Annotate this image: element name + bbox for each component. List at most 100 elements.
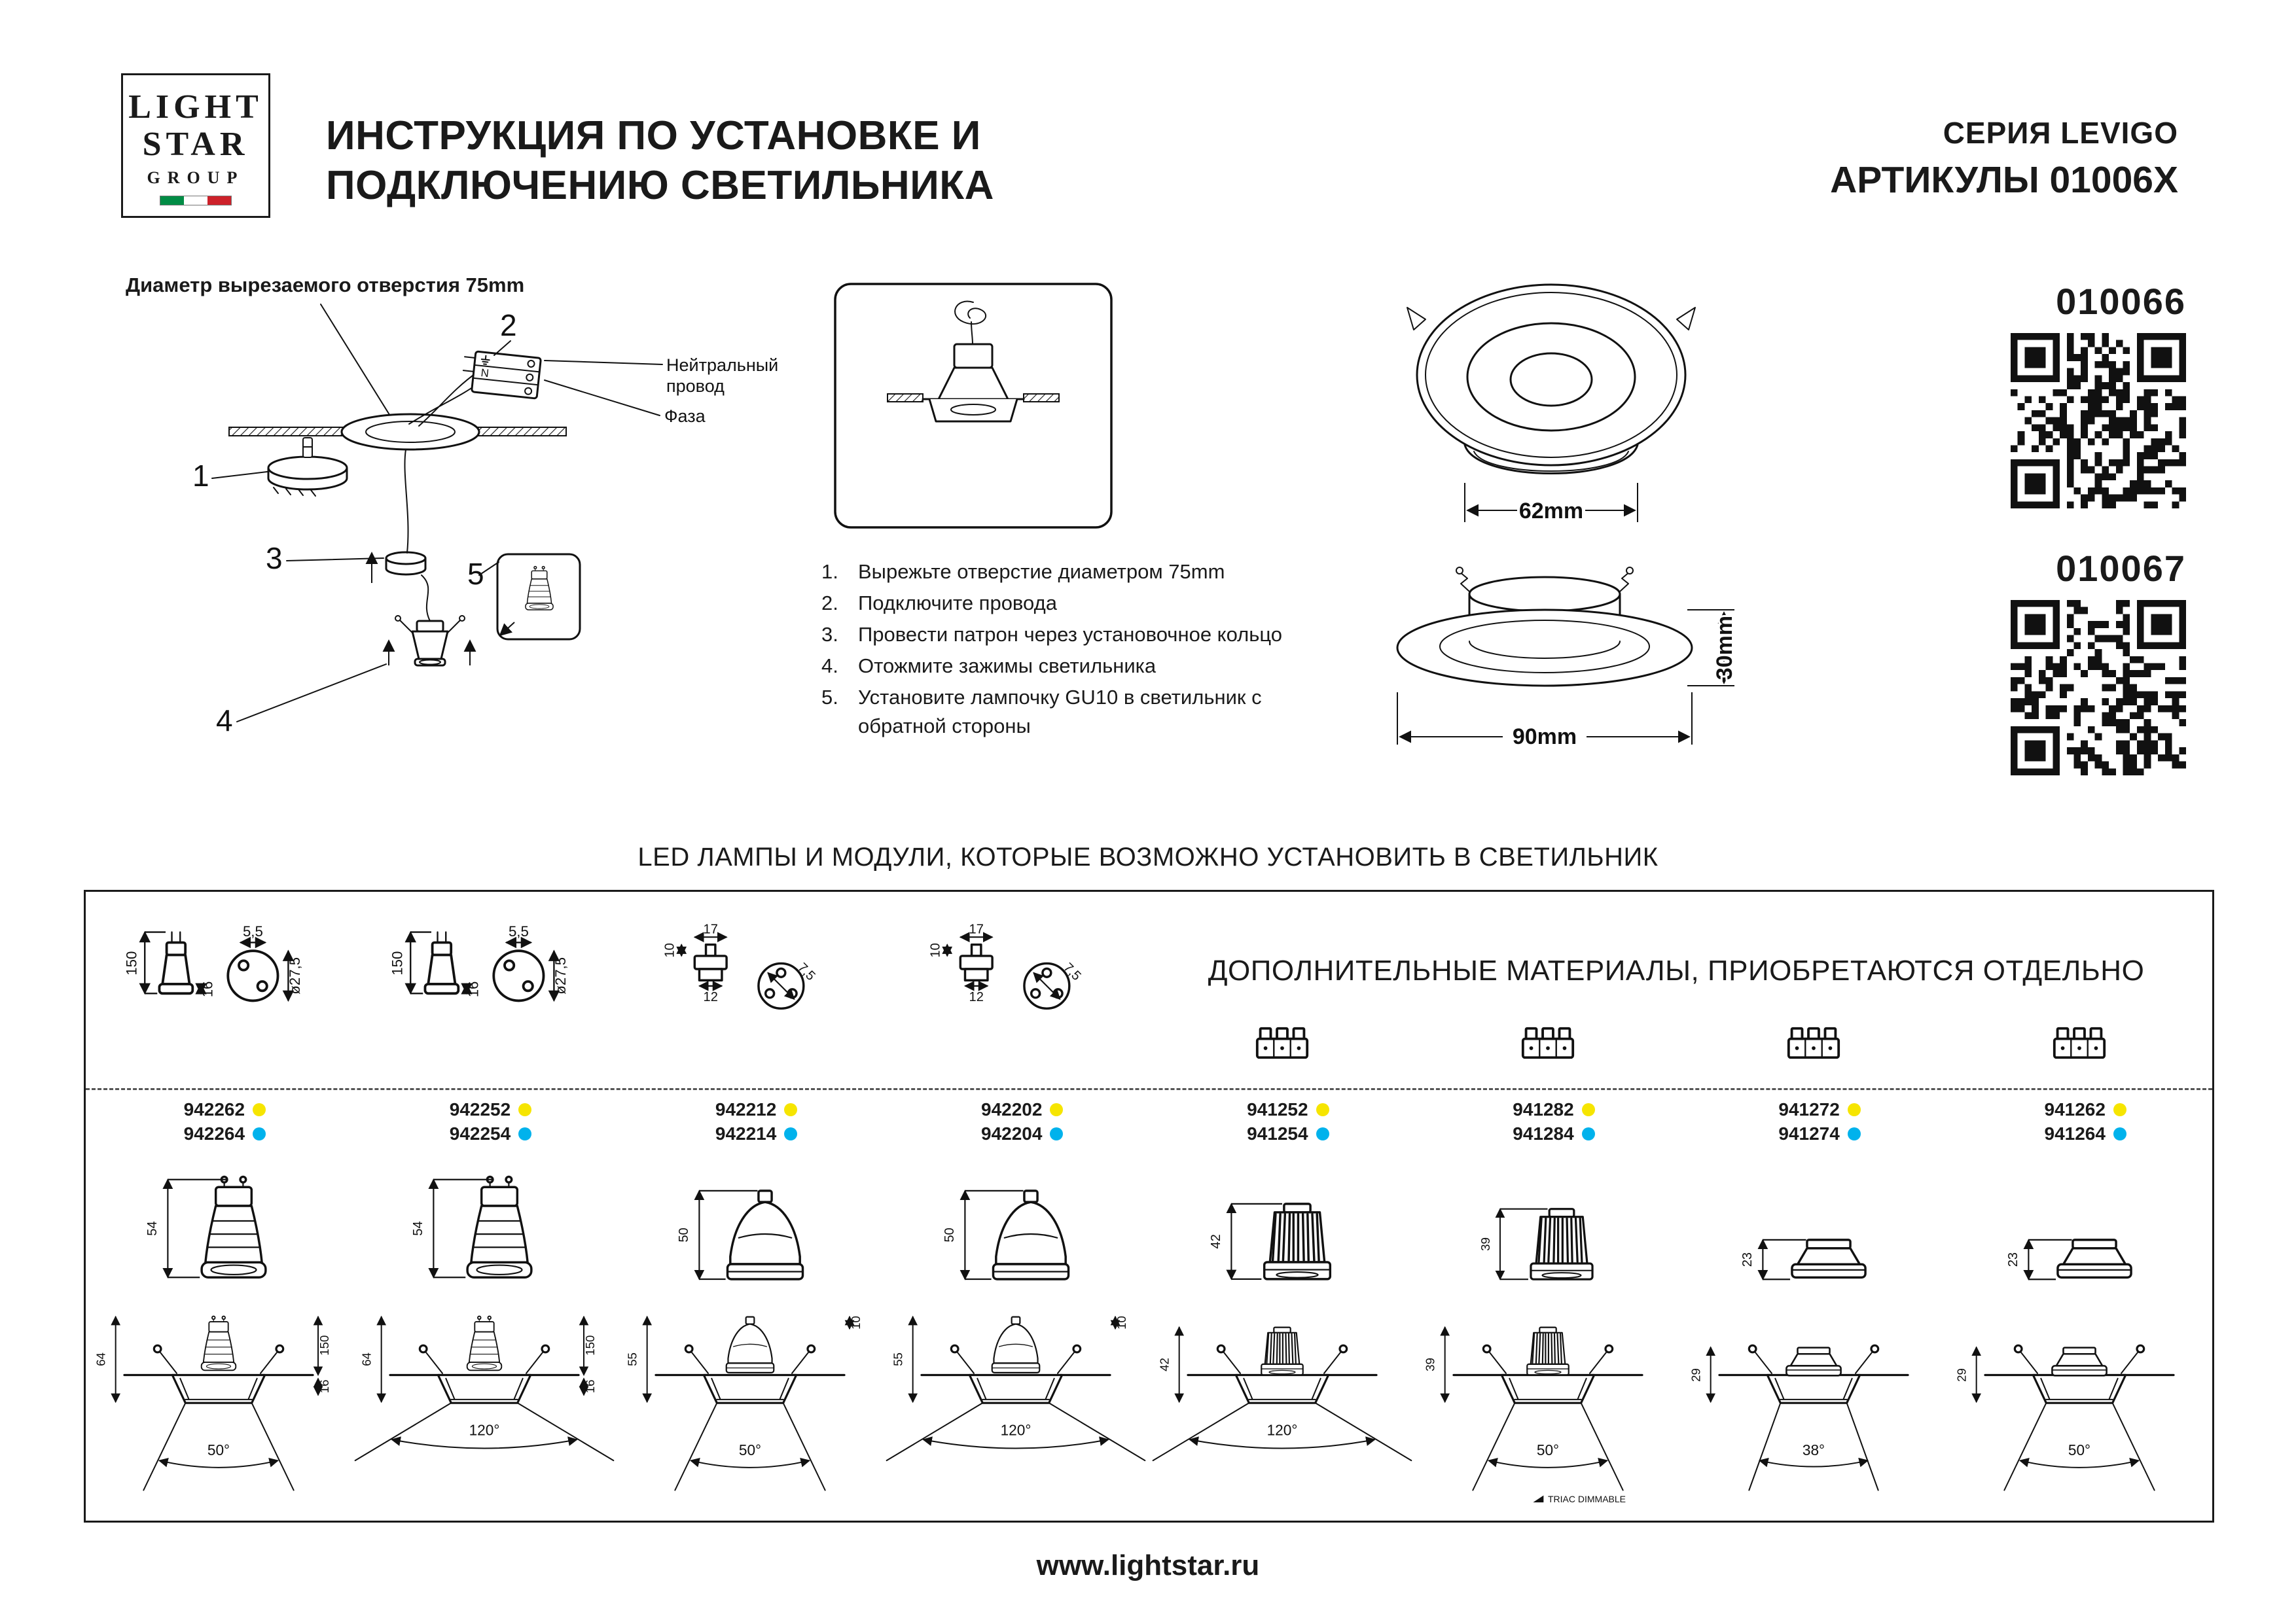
triac-icon (1533, 1495, 1544, 1503)
triac-label: TRIAC DIMMABLE (1548, 1494, 1626, 1504)
title-line-2: ПОДКЛЮЧЕНИЮ СВЕТИЛЬНИКА (326, 163, 994, 208)
svg-text:10: 10 (1115, 1316, 1128, 1330)
color-temp-dot (1316, 1103, 1329, 1116)
mounting-tab (1676, 307, 1696, 330)
lamp-articles: 942262 942264 (171, 1088, 266, 1148)
step-number: 1. (821, 560, 838, 583)
svg-text:50: 50 (677, 1228, 691, 1243)
lamp-articles: 942252 942254 (437, 1088, 532, 1148)
logo-text: STAR (142, 126, 249, 163)
step-number: 3. (821, 623, 838, 646)
step-text: Провести патрон через установочное кольц… (858, 623, 1283, 646)
module-drawing: 42 (1209, 1203, 1331, 1280)
svg-text:150: 150 (124, 951, 140, 976)
hole-diameter-note: Диаметр вырезаемого отверстия 75mm (126, 274, 525, 296)
website-link[interactable]: www.lightstar.ru (1036, 1549, 1260, 1581)
mounting-tab (1407, 307, 1426, 330)
beam-angle: 120° (469, 1422, 500, 1439)
installed-drawing: 29 38° (1689, 1344, 1909, 1491)
color-temp-dot (784, 1103, 798, 1116)
led-column-4: 10 17 12 7,5 942202 942204 50 (883, 892, 1149, 1521)
svg-text:42: 42 (1157, 1358, 1171, 1371)
divider (86, 1088, 2212, 1090)
led-column-1: 150 16 5,5 ø27,5 942262 942264 54 (86, 892, 351, 1521)
fixture-body (382, 574, 476, 667)
hole-saw-icon (267, 437, 348, 497)
svg-text:12: 12 (704, 990, 718, 1004)
callout-3: 3 (266, 541, 283, 575)
lamp-articles: 941282 941284 (1501, 1088, 1595, 1148)
callout-2: 2 (500, 308, 517, 342)
lamp-base-diagram: 150 16 5,5 ø27,5 (389, 923, 569, 1042)
connector-icon (1787, 1027, 1840, 1059)
svg-text:50: 50 (943, 1228, 958, 1243)
module-drawing: 39 (1479, 1208, 1594, 1281)
color-temp-dot (518, 1127, 532, 1140)
lamp-drawing: 50 (677, 1190, 804, 1280)
svg-text:10: 10 (929, 943, 943, 957)
led-column-6: 941282 941284 39 39 50° (1415, 892, 1681, 1521)
phase-wire-label: Фаза (664, 406, 706, 426)
installed-drawing: 64 150 16 120° (354, 1315, 615, 1462)
spring-clip-icon (1456, 567, 1634, 592)
callout-4: 4 (216, 703, 233, 737)
svg-text:16: 16 (465, 981, 482, 998)
svg-text:17: 17 (704, 922, 718, 936)
led-column-3: 10 17 12 7,5 942212 942214 50 (617, 892, 883, 1521)
svg-text:16: 16 (200, 981, 216, 998)
svg-text:54: 54 (411, 1221, 425, 1235)
lamp-articles: 942202 942204 (969, 1088, 1064, 1148)
installed-drawing: 42 120° (1152, 1326, 1412, 1462)
lamp-article: 942214 (715, 1123, 777, 1144)
led-compatibility-table: ДОПОЛНИТЕЛЬНЫЕ МАТЕРИАЛЫ, ПРИОБРЕТАЮТСЯ … (84, 890, 2214, 1523)
step-text: Вырежьте отверстие диаметром 75mm (858, 560, 1225, 583)
fixture-side-view: 90mm 30mm (1396, 567, 1739, 749)
svg-text:12: 12 (969, 990, 984, 1004)
svg-text:5,5: 5,5 (509, 923, 529, 940)
color-temp-dot (1050, 1127, 1064, 1140)
page-title: ИНСТРУКЦИЯ ПО УСТАНОВКЕ И ПОДКЛЮЧЕНИЮ СВ… (326, 111, 994, 211)
lamp-articles: 941252 941254 (1235, 1088, 1329, 1148)
product-article-2: 010067 (1990, 547, 2186, 775)
series-name: СЕРИЯ LEVIGO (1943, 116, 2178, 150)
callout-1: 1 (192, 459, 209, 493)
svg-text:17: 17 (969, 922, 984, 936)
color-temp-dot (2113, 1103, 2126, 1116)
beam-angle: 38° (1803, 1441, 1825, 1458)
svg-text:23: 23 (2006, 1252, 2020, 1267)
connector-icon (1521, 1027, 1574, 1059)
ground-symbol (480, 355, 490, 365)
led-section-title: LED ЛАМПЫ И МОДУЛИ, КОТОРЫЕ ВОЗМОЖНО УСТ… (637, 843, 1659, 872)
installed-drawing: 55 10 50° (626, 1315, 863, 1491)
svg-text:29: 29 (1955, 1368, 1969, 1382)
mounting-ring (365, 551, 427, 583)
svg-text:55: 55 (891, 1352, 905, 1366)
lamp-base-diagram: 150 16 5,5 ø27,5 (124, 923, 303, 1042)
lamp-article: 941254 (1247, 1123, 1308, 1144)
svg-text:23: 23 (1740, 1252, 1755, 1267)
ceiling-cutout (228, 413, 567, 451)
color-temp-dot (1847, 1127, 1861, 1140)
led-column-7: 941272 941274 23 29 38° (1681, 892, 1946, 1521)
beam-angle: 50° (1537, 1441, 1559, 1458)
lamp-article: 941284 (1513, 1123, 1574, 1144)
gu10-lamp-inset (496, 553, 581, 641)
svg-text:64: 64 (94, 1352, 108, 1366)
color-temp-dot (1316, 1127, 1329, 1140)
lamp-article: 942202 (981, 1099, 1043, 1120)
series-heading: СЕРИЯ LEVIGO АРТИКУЛЫ 01006X (1830, 115, 2178, 202)
svg-text:10: 10 (849, 1316, 863, 1330)
ring-height-dim: 30mm (1712, 616, 1737, 680)
led-column-2: 150 16 5,5 ø27,5 942252 942254 54 (351, 892, 617, 1521)
module-base-diagram: 10 17 12 7,5 (929, 922, 1084, 1042)
title-line-1: ИНСТРУКЦИЯ ПО УСТАНОВКЕ И (326, 113, 981, 158)
color-temp-dot (1847, 1103, 1861, 1116)
lamp-article: 941282 (1513, 1099, 1574, 1120)
lamp-article: 942264 (183, 1123, 245, 1144)
module-drawing: 23 (1740, 1239, 1867, 1280)
product-article-1: 010066 (1990, 280, 2186, 508)
step-4: 4.Отожмите зажимы светильника (821, 652, 1290, 680)
lamp-drawing: 50 (943, 1190, 1070, 1280)
color-temp-dot (253, 1103, 266, 1116)
